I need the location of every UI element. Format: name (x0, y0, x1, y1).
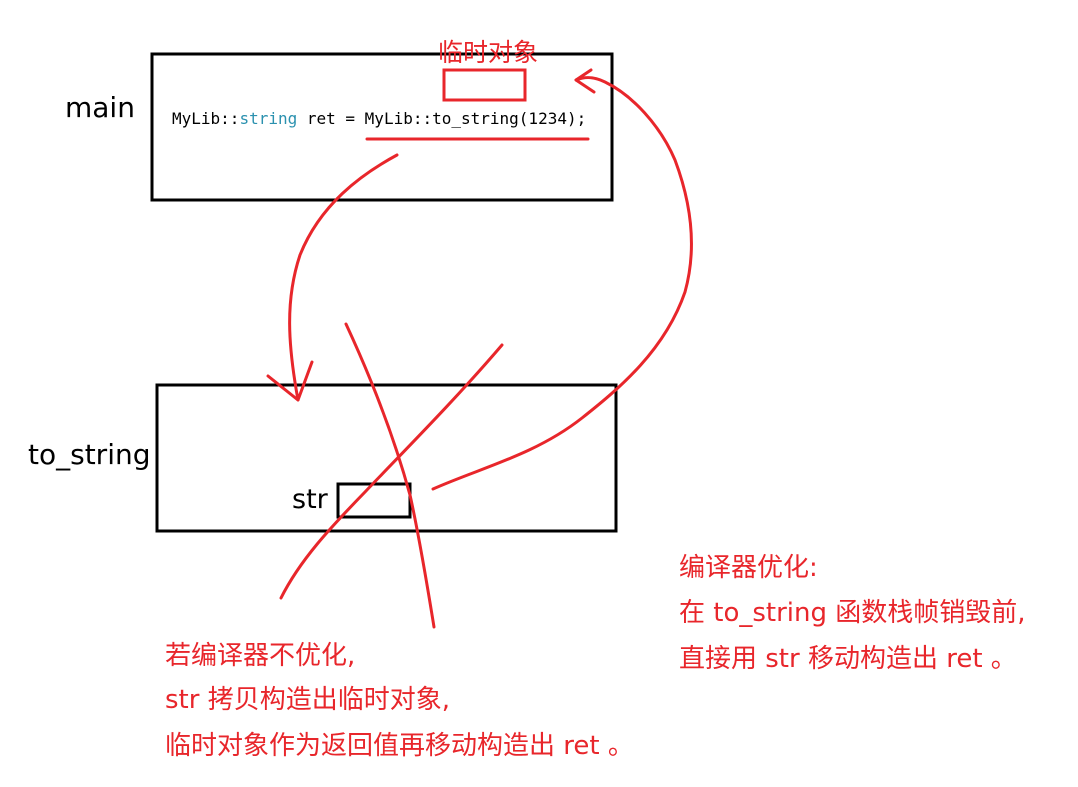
code-call: MyLib::to_string(1234); (364, 109, 587, 128)
to-string-frame-box (155, 383, 618, 533)
cross-out-stroke-1 (344, 322, 436, 629)
code-type-keyword: string (239, 109, 298, 128)
return-arrow (431, 76, 694, 491)
note-unoptimized-line2: str 拷贝构造出临时对象, (165, 685, 450, 715)
main-frame-box (150, 52, 614, 202)
code-line: MyLib::string ret = MyLib::to_string(123… (172, 109, 586, 128)
temp-object-box (442, 68, 527, 102)
note-optimized-line3: 直接用 str 移动构造出 ret 。 (679, 644, 1017, 674)
code-assign: ret = (297, 109, 365, 128)
note-optimized-line2: 在 to_string 函数栈帧销毁前, (679, 598, 1026, 628)
code-prefix: MyLib:: (172, 109, 240, 128)
note-optimized-line1: 编译器优化: (679, 553, 818, 583)
return-arrow-head (574, 68, 596, 94)
str-var-label: str (292, 484, 328, 515)
str-var-box (336, 482, 412, 519)
temp-object-label: 临时对象 (438, 38, 539, 67)
main-frame-label: main (65, 91, 135, 124)
to-string-frame-label: to_string (28, 438, 151, 471)
cross-out-stroke-2 (279, 343, 504, 600)
note-unoptimized-line1: 若编译器不优化, (165, 641, 356, 671)
call-arrow (288, 153, 399, 402)
note-unoptimized-line3: 临时对象作为返回值再移动构造出 ret 。 (165, 731, 634, 761)
call-arrow-head (266, 360, 314, 402)
